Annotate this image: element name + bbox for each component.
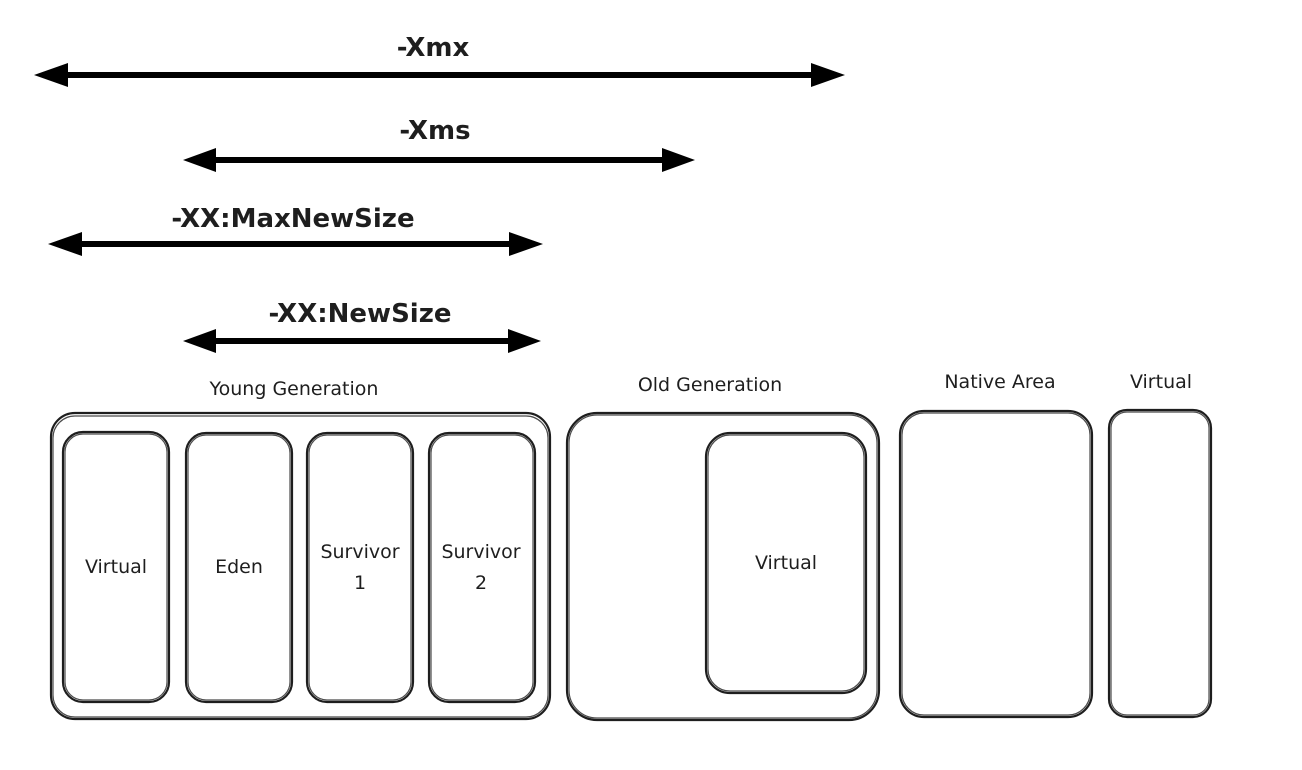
young-virtual-region: Virtual	[61, 430, 171, 704]
xmx-arrow-right-head	[811, 63, 845, 87]
max-new-size-arrow-right-head	[509, 232, 543, 256]
xmx-arrow-left-head	[34, 63, 68, 87]
xms-arrow: -Xms	[183, 116, 695, 172]
virtual-box	[1107, 408, 1213, 719]
xmx-arrow: -Xmx	[34, 33, 845, 87]
new-size-arrow: -XX:NewSize	[183, 299, 541, 353]
new-size-arrow-left-head	[183, 329, 216, 353]
max-new-size-arrow-left-head	[48, 232, 82, 256]
survivor-2-region: Survivor 2	[427, 431, 537, 704]
eden-label: Eden	[215, 556, 263, 578]
xms-label: -Xms	[399, 116, 470, 146]
new-size-label: -XX:NewSize	[269, 299, 452, 329]
native-area-box	[898, 409, 1094, 719]
young-generation-box	[49, 411, 552, 721]
new-size-arrow-right-head	[508, 329, 541, 353]
virtual-label: Virtual	[1130, 371, 1192, 393]
survivor-1-label-line2: 1	[354, 572, 366, 594]
survivor-2-label-line1: Survivor	[441, 541, 520, 563]
young-generation-label: Young Generation	[209, 378, 379, 400]
young-virtual-label: Virtual	[85, 556, 147, 578]
xms-arrow-left-head	[183, 148, 216, 172]
native-area-label: Native Area	[944, 371, 1055, 393]
survivor-1-label-line1: Survivor	[320, 541, 399, 563]
max-new-size-label: -XX:MaxNewSize	[171, 204, 414, 234]
old-virtual-label: Virtual	[755, 552, 817, 574]
survivor-2-label-line2: 2	[475, 572, 487, 594]
eden-region: Eden	[184, 431, 294, 704]
old-virtual-region: Virtual	[704, 431, 868, 695]
xms-arrow-right-head	[662, 148, 695, 172]
old-generation-box	[565, 411, 881, 722]
survivor-1-region: Survivor 1	[305, 431, 415, 704]
old-generation-label: Old Generation	[638, 374, 782, 396]
max-new-size-arrow: -XX:MaxNewSize	[48, 204, 543, 256]
xmx-label: -Xmx	[397, 33, 470, 63]
